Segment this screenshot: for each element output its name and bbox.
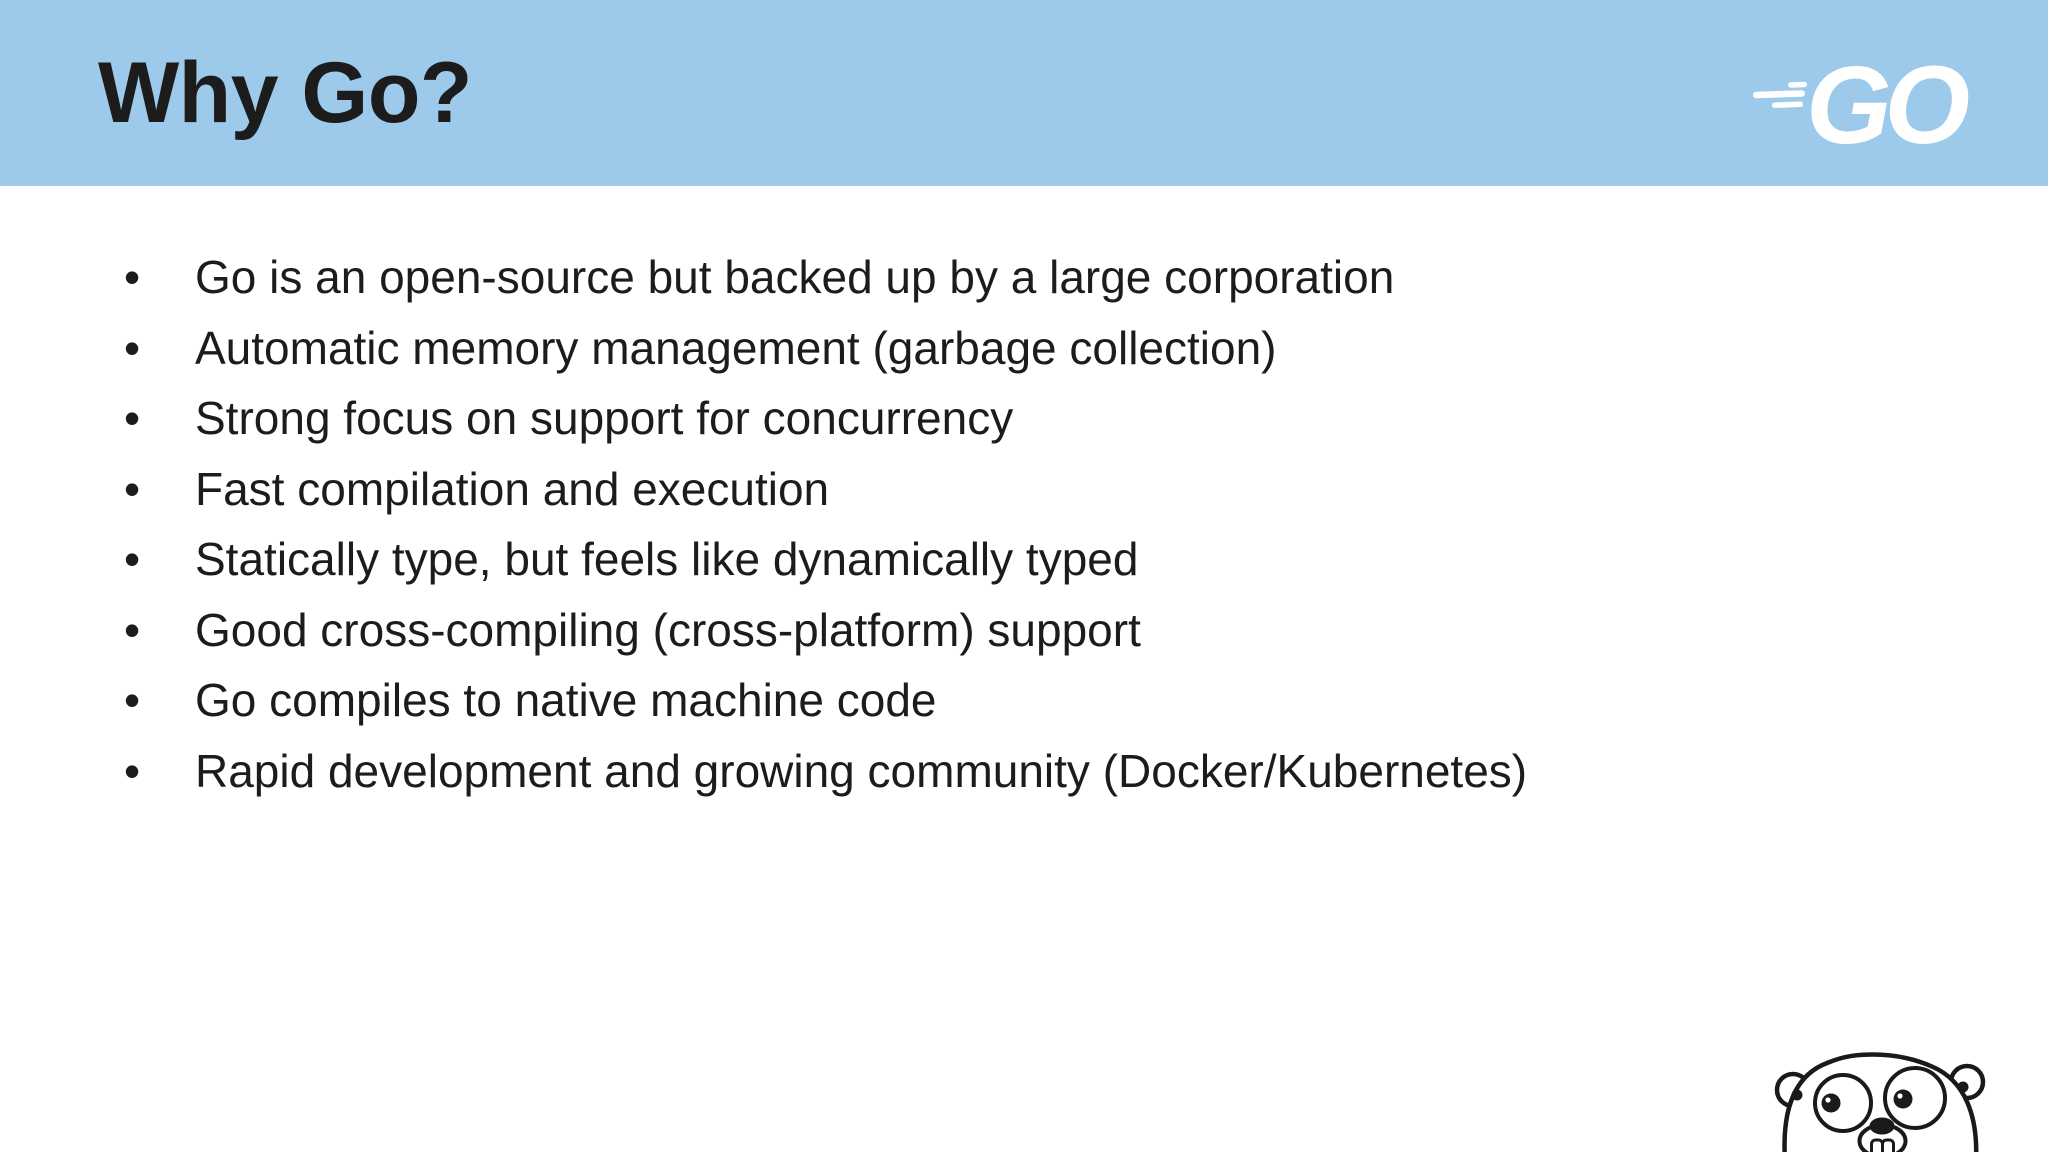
list-item: • Statically type, but feels like dynami… <box>0 524 1527 595</box>
bullet-text: Good cross-compiling (cross-platform) su… <box>195 603 1141 656</box>
bullet-text: Go compiles to native machine code <box>195 674 937 727</box>
go-gopher-icon <box>1774 1052 1986 1152</box>
bullet-marker: • <box>124 251 141 304</box>
list-item: • Strong focus on support for concurrenc… <box>0 383 1527 454</box>
bullet-marker: • <box>124 392 141 445</box>
bullet-text: Rapid development and growing community … <box>195 744 1528 797</box>
go-logo-icon: GO <box>1753 55 1976 150</box>
bullet-marker: • <box>124 603 141 656</box>
bullet-marker: • <box>124 533 141 586</box>
bullet-text: Strong focus on support for concurrency <box>195 392 1014 445</box>
bullet-text: Statically type, but feels like dynamica… <box>195 533 1139 586</box>
bullet-text: Automatic memory management (garbage col… <box>195 321 1277 374</box>
list-item: • Go compiles to native machine code <box>0 665 1527 736</box>
speed-lines-icon <box>1753 81 1807 108</box>
list-item: • Automatic memory management (garbage c… <box>0 313 1527 384</box>
list-item: • Fast compilation and execution <box>0 454 1527 525</box>
bullet-marker: • <box>124 321 141 374</box>
page-title: Why Go? <box>98 44 472 141</box>
bullet-list: • Go is an open-source but backed up by … <box>0 242 1527 806</box>
bullet-text: Fast compilation and execution <box>195 462 830 515</box>
bullet-marker: • <box>124 744 141 797</box>
bullet-marker: • <box>124 462 141 515</box>
header-band: Why Go? GO <box>0 0 2048 186</box>
bullet-text: Go is an open-source but backed up by a … <box>195 251 1395 304</box>
list-item: • Rapid development and growing communit… <box>0 736 1527 807</box>
list-item: • Go is an open-source but backed up by … <box>0 242 1527 313</box>
list-item: • Good cross-compiling (cross-platform) … <box>0 595 1527 666</box>
go-logo-text: GO <box>1806 55 1969 150</box>
bullet-marker: • <box>124 674 141 727</box>
